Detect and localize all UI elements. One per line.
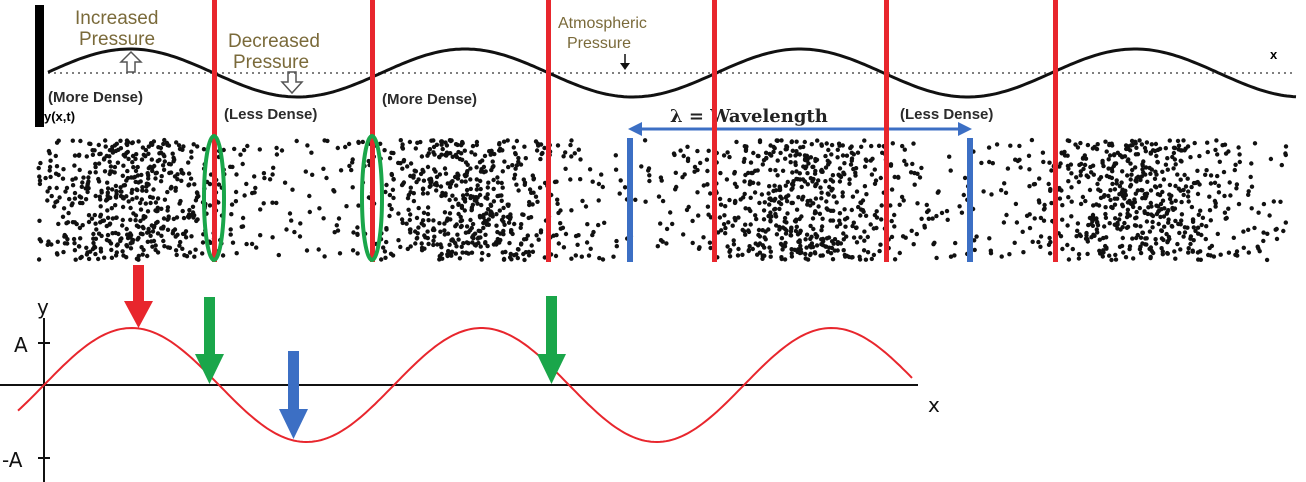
green-ellipse-2: [360, 134, 384, 262]
red-marker-lines: [212, 0, 1058, 262]
red-line-2: [370, 0, 375, 262]
more-dense-label-2: (More Dense): [382, 91, 477, 108]
decreased-label-line2: Pressure: [233, 52, 309, 73]
green-ellipse-1: [202, 134, 226, 262]
red-line-1: [212, 0, 217, 262]
atmospheric-label-line2: Pressure: [567, 35, 631, 52]
pressure-wave: [47, 47, 1297, 99]
increased-label-line1: Increased: [75, 8, 158, 29]
atmospheric-label-line1: Atmospheric: [558, 15, 647, 32]
bottom-y-label: y: [37, 295, 49, 319]
increased-pressure-arrow-icon: [119, 50, 143, 73]
less-dense-label-1: (Less Dense): [224, 106, 317, 123]
decreased-label-line1: Decreased: [228, 31, 320, 52]
increased-label-line2: Pressure: [79, 29, 155, 50]
wavelength-label: λ = Wavelength: [670, 106, 828, 127]
top-x-label: x: [1270, 47, 1278, 62]
down-arrow-green-icon: [195, 297, 224, 384]
red-line-6: [1053, 0, 1058, 262]
more-dense-label-1: (More Dense): [48, 89, 143, 106]
wavelength-double-arrow-icon: [628, 122, 972, 136]
amplitude-neg-label: -A: [2, 448, 23, 472]
red-line-3: [546, 0, 551, 262]
bottom-x-label: x: [928, 393, 940, 417]
down-arrow-red-icon: [124, 265, 153, 328]
atmospheric-arrow-icon: [620, 54, 630, 70]
displacement-wave: [17, 326, 913, 444]
air-particles: [36, 137, 1289, 263]
left-black-bar: [35, 5, 44, 127]
amplitude-pos-label: A: [14, 333, 28, 357]
wavelength-bar-right: [967, 138, 973, 262]
red-line-5: [884, 0, 889, 262]
wavelength-bar-left: [627, 138, 633, 262]
top-y-label: y(x,t): [44, 109, 75, 124]
less-dense-label-2: (Less Dense): [900, 106, 993, 123]
down-arrow-green-icon-2: [537, 296, 566, 384]
down-arrow-blue-icon: [279, 351, 308, 439]
red-line-4: [712, 0, 717, 262]
decreased-pressure-arrow-icon: [280, 71, 304, 95]
